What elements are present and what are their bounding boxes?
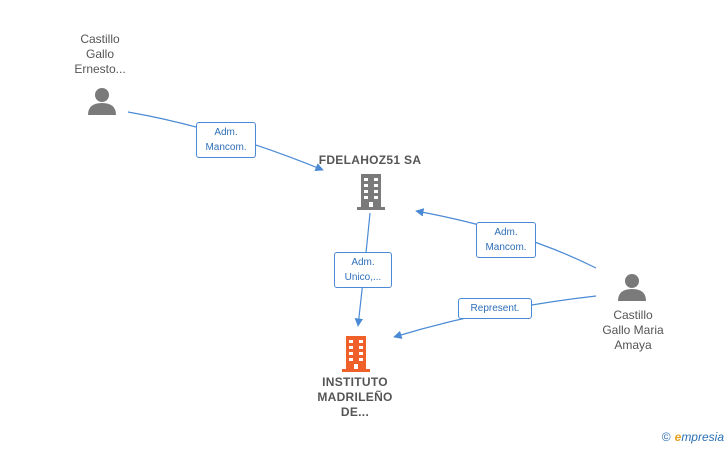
brand-logo: ©empresia [662, 430, 724, 444]
edge-label-company1-company2[interactable]: Adm. Unico,... [334, 252, 392, 288]
edge-label-person2-company1[interactable]: Adm. Mancom. [476, 222, 536, 258]
building-icon[interactable] [356, 174, 386, 210]
person-icon[interactable] [616, 272, 648, 302]
building-icon[interactable] [341, 336, 371, 372]
edge-label-person2-company2[interactable]: Represent. [458, 298, 532, 319]
brand-name: mpresia [681, 430, 724, 444]
brand-initial: e [674, 430, 682, 444]
copyright-symbol: © [661, 430, 671, 444]
company2-label[interactable]: INSTITUTO MADRILEÑO DE... [317, 375, 393, 419]
person1-label: Castillo Gallo Ernesto... [74, 32, 126, 76]
person-icon[interactable] [86, 86, 118, 116]
company1-label[interactable]: FDELAHOZ51 SA [318, 153, 422, 167]
person2-label: Castillo Gallo Maria Amaya [602, 308, 664, 352]
edge-label-person1-company1[interactable]: Adm. Mancom. [196, 122, 256, 158]
